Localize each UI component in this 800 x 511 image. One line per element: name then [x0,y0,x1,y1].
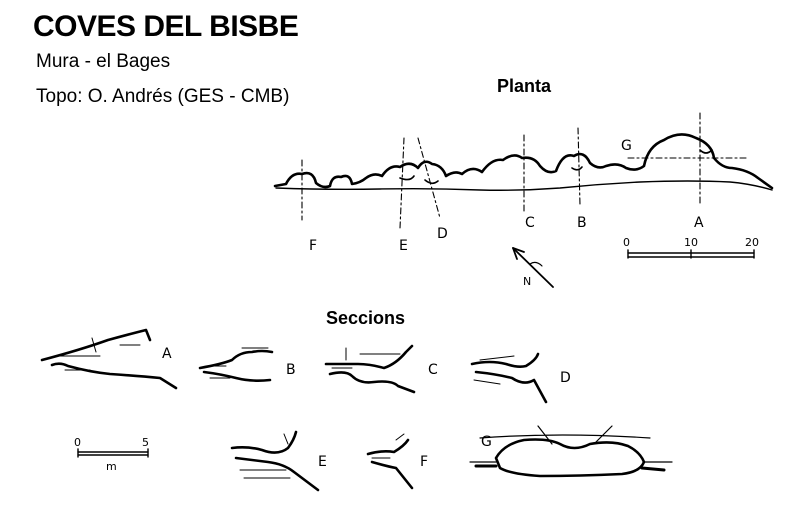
sections-scale-bar [77,448,149,458]
plan-cave-wall [273,133,774,190]
plan-scale-tick-10: 10 [684,236,698,249]
section-label-E: E [318,454,327,470]
sections-scale-unit: m [106,460,117,473]
marker-A: A [694,215,704,231]
section-A [40,328,178,390]
section-label-C: C [428,362,438,378]
plan-scale-bar [627,249,755,259]
marker-D: D [437,226,448,242]
section-F [366,433,414,490]
sections-scale-tick-5: 5 [142,436,149,449]
cut-line-D [417,137,441,219]
section-E [230,430,320,492]
section-label-B: B [286,362,296,378]
section-label-F: F [420,454,428,470]
section-D [470,352,548,404]
section-B [198,347,274,382]
cut-line-E [399,137,405,229]
plan-heading: Planta [497,76,552,96]
north-label: N [523,275,531,288]
section-label-D: D [560,370,571,386]
marker-B: B [577,215,587,231]
north-arrow-icon [512,247,554,288]
marker-E: E [399,238,408,254]
plan-scale-tick-20: 20 [745,236,759,249]
sections-heading: Seccions [326,308,406,328]
section-cut-lines [301,112,749,229]
section-G [469,425,673,478]
marker-G: G [621,138,632,154]
cut-line-B [577,127,581,206]
plan-inner-detail [399,149,713,185]
cross-sections [40,328,673,492]
section-labels: A B C D E F G 0 5 m [74,346,571,473]
page-title: COVES DEL BISBE [33,10,299,43]
section-label-G: G [481,434,492,450]
sections-scale-tick-0: 0 [74,436,81,449]
marker-F: F [309,238,317,254]
plan-view [273,112,774,288]
section-C [324,344,416,394]
plan-labels: F E D C B A G 0 10 20 N [309,138,759,288]
plan-scale-tick-0: 0 [623,236,630,249]
author-credit: Topo: O. Andrés (GES - CMB) [36,86,290,107]
plan-floor-line [275,180,773,191]
location-text: Mura - el Bages [36,51,171,72]
section-label-A: A [162,346,172,362]
marker-C: C [525,215,535,231]
